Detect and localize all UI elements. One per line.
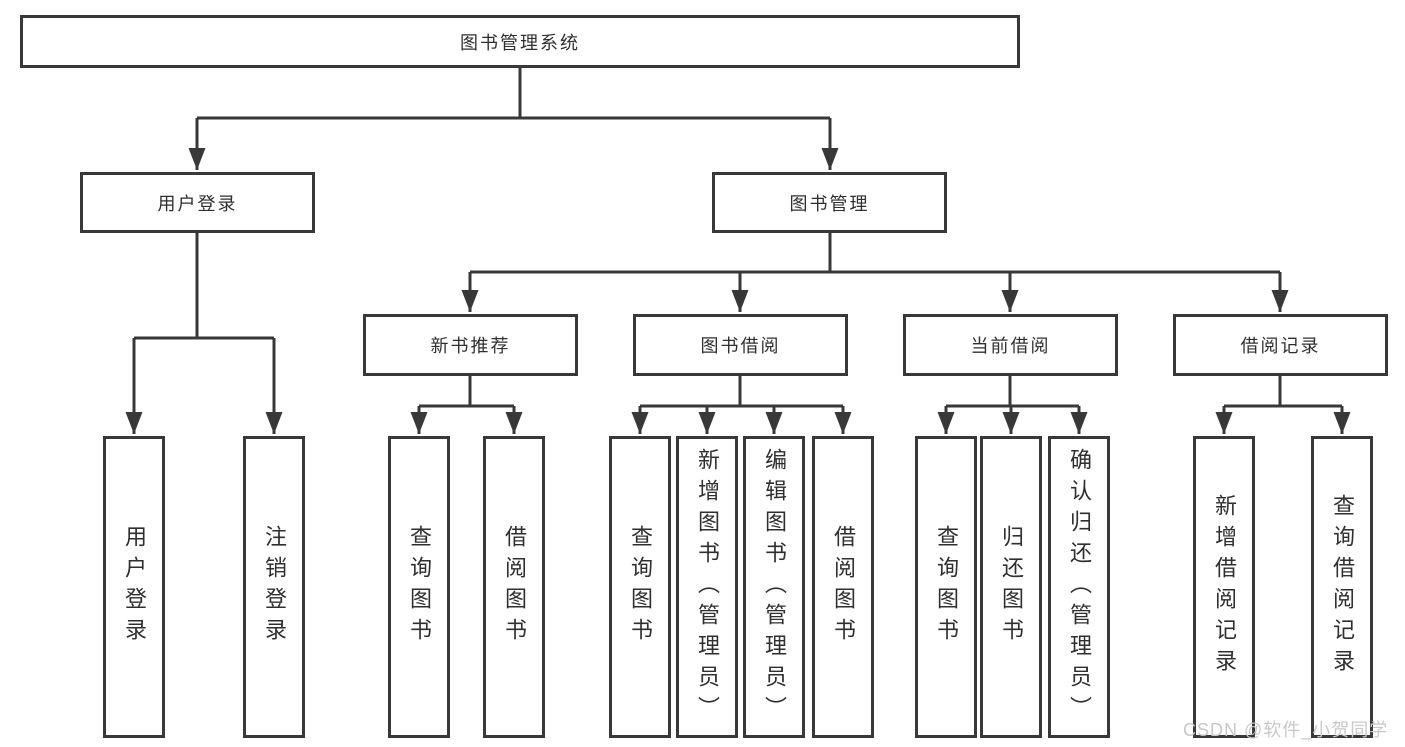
node-user-login: 用户登录 [80, 172, 315, 233]
leaf-query-books-borrowing: 查询图书 [609, 436, 671, 738]
leaf-add-books-admin: 新增图书（管理员） [676, 436, 738, 738]
node-book-borrowing-label: 图书借阅 [700, 336, 781, 356]
node-root-label: 图书管理系统 [460, 32, 580, 53]
node-new-book-recommend: 新书推荐 [363, 314, 578, 376]
leaf-user-login-label: 用户登录 [122, 525, 147, 649]
leaf-add-books-admin-label: 新增图书（管理员） [695, 447, 720, 727]
leaf-add-borrow-record-label: 新增借阅记录 [1212, 494, 1237, 680]
leaf-edit-books-admin-label: 编辑图书（管理员） [762, 447, 787, 727]
csdn-watermark: CSDN @软件_小贺同学 [1183, 720, 1389, 740]
leaf-logout-label: 注销登录 [262, 525, 287, 649]
leaf-query-books-current-label: 查询图书 [934, 525, 959, 649]
leaf-borrow-books-borrowing: 借阅图书 [812, 436, 874, 738]
node-current-borrowing: 当前借阅 [903, 314, 1118, 376]
leaf-add-borrow-record: 新增借阅记录 [1193, 436, 1255, 738]
leaf-return-books-label: 归还图书 [999, 525, 1024, 649]
leaf-query-borrow-record: 查询借阅记录 [1311, 436, 1373, 738]
node-user-login-label: 用户登录 [157, 193, 238, 214]
leaf-confirm-return-admin: 确认归还（管理员） [1048, 436, 1110, 738]
leaf-query-borrow-record-label: 查询借阅记录 [1330, 494, 1355, 680]
node-book-management: 图书管理 [712, 172, 947, 233]
leaf-borrow-books-borrowing-label: 借阅图书 [831, 525, 856, 649]
node-new-book-recommend-label: 新书推荐 [430, 336, 511, 356]
node-root-system: 图书管理系统 [20, 15, 1020, 68]
leaf-logout: 注销登录 [243, 436, 305, 738]
leaf-query-books-recommend-label: 查询图书 [407, 525, 432, 649]
node-borrowing-records-label: 借阅记录 [1240, 336, 1321, 356]
leaf-user-login: 用户登录 [103, 436, 165, 738]
node-book-management-label: 图书管理 [789, 193, 870, 214]
leaf-borrow-books-recommend: 借阅图书 [483, 436, 545, 738]
leaf-query-books-recommend: 查询图书 [388, 436, 450, 738]
node-borrowing-records: 借阅记录 [1173, 314, 1388, 376]
leaf-query-books-borrowing-label: 查询图书 [628, 525, 653, 649]
node-book-borrowing: 图书借阅 [633, 314, 848, 376]
node-current-borrowing-label: 当前借阅 [970, 336, 1051, 356]
leaf-borrow-books-recommend-label: 借阅图书 [502, 525, 527, 649]
leaf-confirm-return-admin-label: 确认归还（管理员） [1067, 447, 1092, 727]
leaf-return-books: 归还图书 [980, 436, 1042, 738]
leaf-query-books-current: 查询图书 [915, 436, 977, 738]
leaf-edit-books-admin: 编辑图书（管理员） [743, 436, 805, 738]
